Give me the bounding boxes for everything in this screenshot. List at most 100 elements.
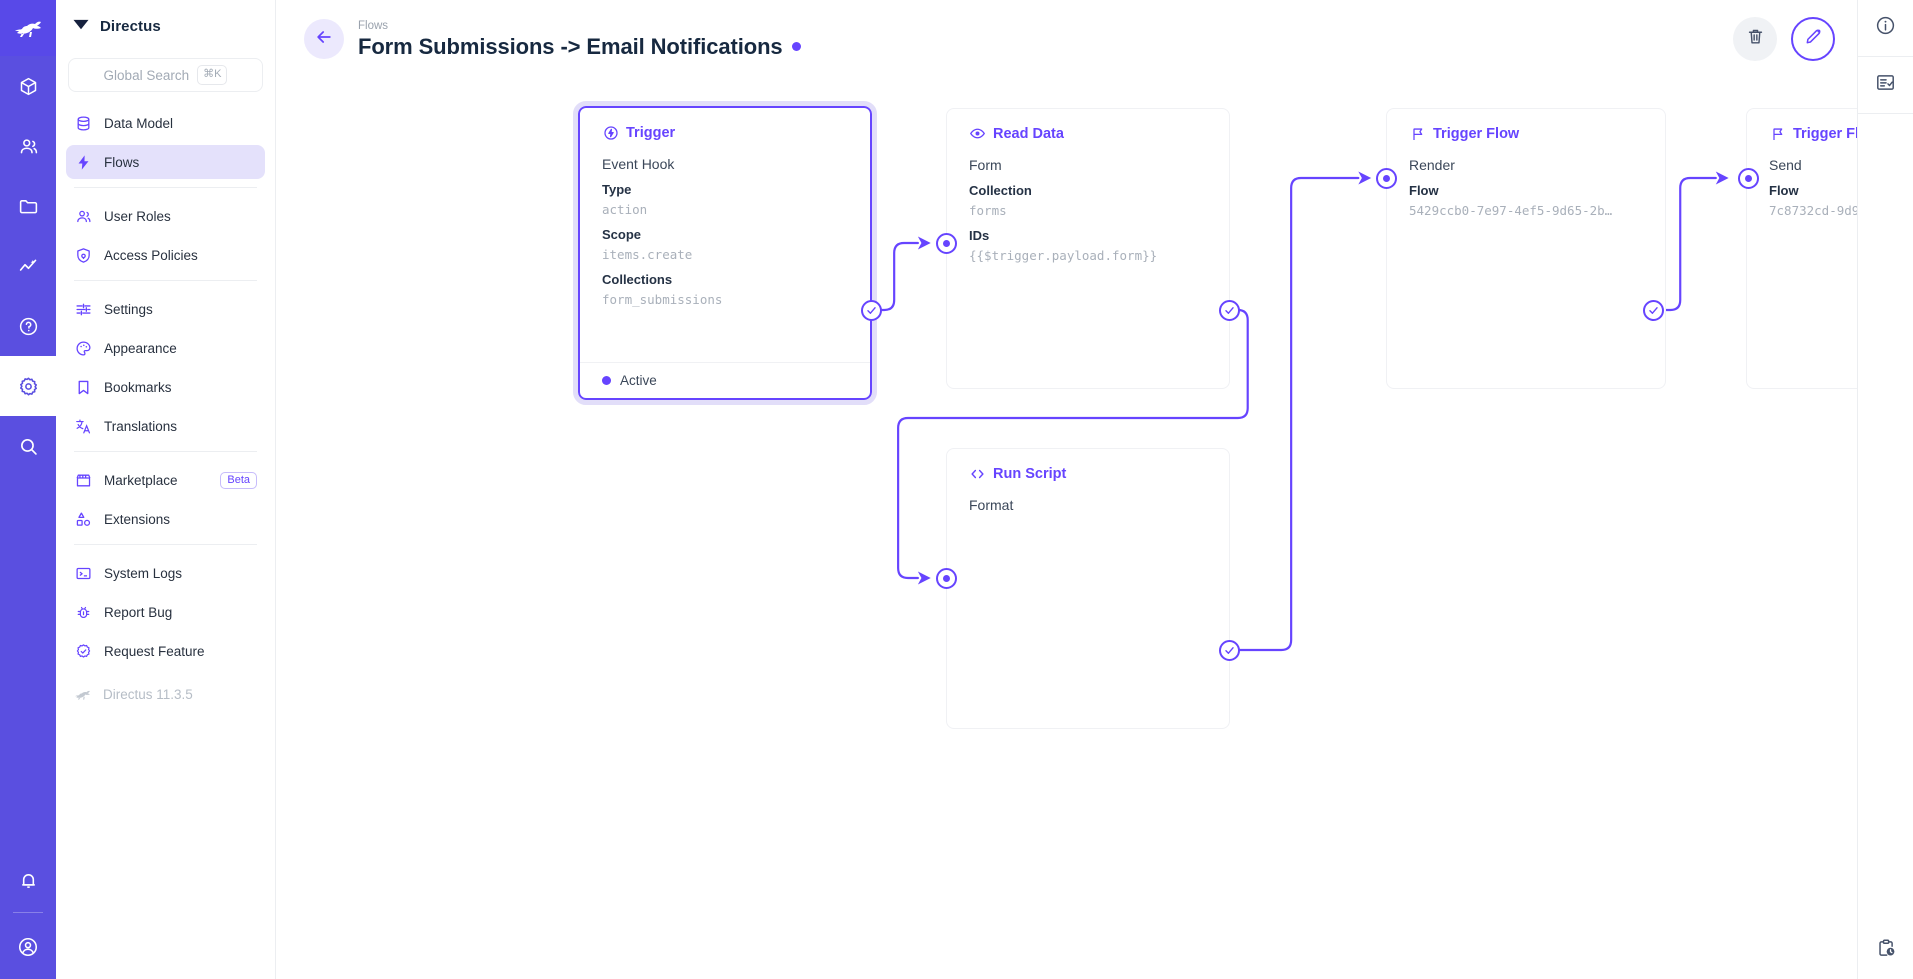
panel-header: Trigger — [580, 108, 870, 153]
sidebar-item-data-model[interactable]: Data Model — [66, 106, 265, 140]
bug-icon — [74, 603, 92, 621]
sidebar-item-label: Access Policies — [104, 247, 198, 263]
rail-item-settings[interactable] — [0, 356, 56, 416]
activity-button[interactable] — [1858, 923, 1913, 979]
sidebar-item-translations[interactable]: Translations — [66, 409, 265, 443]
info-circle-icon — [1875, 15, 1896, 41]
flow-canvas[interactable]: Trigger Event Hook Type action Scope ite… — [276, 78, 1857, 979]
panel-field-key: Type — [602, 182, 632, 197]
check-badge-icon — [74, 642, 92, 660]
sidebar-item-label: Settings — [104, 301, 153, 317]
database-icon — [74, 114, 92, 132]
sidebar-item-request-feature[interactable]: Request Feature — [66, 634, 265, 668]
flow-logs-button[interactable] — [1858, 57, 1913, 113]
delete-flow-button[interactable] — [1733, 17, 1777, 61]
panel-field-value: forms — [969, 203, 1007, 218]
sidebar-item-user-roles[interactable]: User Roles — [66, 199, 265, 233]
panel-header: Read Data — [947, 109, 1229, 154]
page-title-group: Flows Form Submissions -> Email Notifica… — [358, 19, 801, 60]
panel-footer: Active — [580, 362, 870, 398]
back-button[interactable] — [304, 19, 344, 59]
help-circle-icon — [18, 316, 39, 337]
arrow-left-icon — [314, 27, 334, 52]
panel-kind: Run Script — [993, 465, 1067, 482]
node-trigger-flow-send-input[interactable] — [1738, 168, 1759, 189]
panel-name: Render — [1409, 157, 1455, 173]
sidebar-item-marketplace[interactable]: Marketplace Beta — [66, 463, 265, 497]
rail-item-docs[interactable] — [0, 296, 56, 356]
eye-icon — [969, 125, 986, 142]
panel-header: Run Script — [947, 449, 1229, 494]
project-title: Directus — [100, 17, 161, 35]
panel-kind: Trigger Flow — [1433, 125, 1520, 142]
node-trigger-resolve[interactable] — [861, 300, 882, 321]
sidebar-divider — [74, 280, 257, 281]
sidebar-item-appearance[interactable]: Appearance — [66, 331, 265, 365]
sidebar-nav-list: Data Model Flows User Roles Acc — [56, 106, 275, 673]
panel-body: Send Flow 7c8732cd-9d9e-44be-a3f6-89… — [1747, 154, 1857, 221]
global-search-input[interactable]: Global Search ⌘K — [68, 58, 263, 92]
header-actions — [1733, 17, 1835, 61]
rail-item-search[interactable] — [0, 416, 56, 476]
panel-kind: Trigger — [626, 124, 676, 141]
main-content: Flows Form Submissions -> Email Notifica… — [276, 0, 1857, 979]
users-icon — [74, 207, 92, 225]
marketplace-beta-badge: Beta — [220, 471, 257, 489]
panel-field-key: Flow — [1409, 183, 1439, 198]
gear-icon — [18, 376, 39, 397]
users-icon — [18, 136, 39, 157]
sidebar-item-label: Extensions — [104, 511, 171, 527]
rail-item-content[interactable] — [0, 56, 56, 116]
node-trigger-flow-render-input[interactable] — [1376, 168, 1397, 189]
active-status-dot — [602, 376, 611, 385]
sidebar-item-label: Appearance — [104, 340, 177, 356]
right-sidebar-bottom — [1858, 923, 1913, 979]
flow-panel-trigger-flow-send[interactable]: Trigger Flow Send Flow 7c8732cd-9d9e-44b… — [1746, 108, 1857, 389]
directus-logo-button[interactable] — [0, 0, 56, 56]
sidebar-item-extensions[interactable]: Extensions — [66, 502, 265, 536]
rail-item-files[interactable] — [0, 176, 56, 236]
bell-icon — [18, 870, 39, 891]
flow-panel-run-script[interactable]: Run Script Format — [946, 448, 1230, 729]
rail-item-account[interactable] — [0, 915, 56, 979]
flow-panel-trigger-flow-render[interactable]: Trigger Flow Render Flow 5429ccb0-7e97-4… — [1386, 108, 1666, 389]
sidebar-item-report-bug[interactable]: Report Bug — [66, 595, 265, 629]
rail-item-insights[interactable] — [0, 236, 56, 296]
sidebar-item-label: Flows — [104, 154, 140, 170]
bolt-icon — [74, 153, 92, 171]
user-circle-icon — [17, 936, 39, 958]
node-read-data-resolve[interactable] — [1219, 300, 1240, 321]
panel-field-key: Collection — [969, 183, 1032, 198]
status-badge — [791, 42, 801, 51]
sidebar-item-flows[interactable]: Flows — [66, 145, 265, 179]
breadcrumb[interactable]: Flows — [358, 19, 389, 32]
rail-item-users[interactable] — [0, 116, 56, 176]
sidebar-item-system-logs[interactable]: System Logs — [66, 556, 265, 590]
flow-panel-read-data[interactable]: Read Data Form Collection forms IDs {{$t… — [946, 108, 1230, 389]
box-icon — [18, 76, 39, 97]
sidebar-item-settings[interactable]: Settings — [66, 292, 265, 326]
node-run-script-resolve[interactable] — [1219, 640, 1240, 661]
sliders-icon — [74, 300, 92, 318]
sidebar-item-bookmarks[interactable]: Bookmarks — [66, 370, 265, 404]
panel-name: Format — [969, 497, 1014, 513]
flow-info-button[interactable] — [1858, 0, 1913, 56]
panel-field-value: action — [602, 202, 648, 217]
panel-body: Form Collection forms IDs {{$trigger.pay… — [947, 154, 1229, 266]
sidebar-item-access-policies[interactable]: Access Policies — [66, 238, 265, 272]
sidebar-item-label: Bookmarks — [104, 379, 172, 395]
node-run-script-input[interactable] — [936, 568, 957, 589]
rail-item-notifications[interactable] — [0, 850, 56, 910]
node-trigger-flow-render-resolve[interactable] — [1643, 300, 1664, 321]
panel-field-key: Flow — [1769, 183, 1799, 198]
rail-divider — [13, 912, 43, 913]
flag-icon — [1769, 125, 1786, 142]
panel-name: Send — [1769, 157, 1802, 173]
version-label: Directus 11.3.5 — [103, 686, 193, 702]
shapes-icon — [74, 510, 92, 528]
node-read-data-input[interactable] — [936, 233, 957, 254]
edit-flow-button[interactable] — [1791, 17, 1835, 61]
panel-name: Form — [969, 157, 1002, 173]
flow-panel-trigger[interactable]: Trigger Event Hook Type action Scope ite… — [573, 101, 877, 405]
bookmark-icon — [74, 378, 92, 396]
